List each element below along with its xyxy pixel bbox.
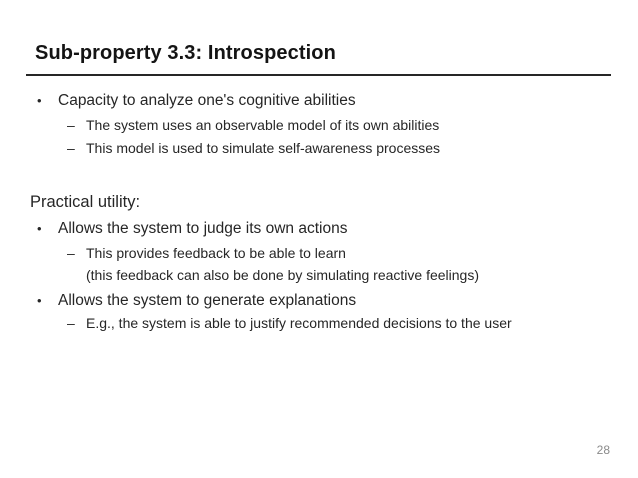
dash-marker-icon: – xyxy=(67,117,75,133)
slide-title: Sub-property 3.3: Introspection xyxy=(35,42,336,64)
sub-bullet-text: This model is used to simulate self-awar… xyxy=(86,140,441,156)
continuation-text: (this feedback can also be done by simul… xyxy=(86,267,479,283)
dash-marker-icon: – xyxy=(67,140,75,156)
sub-bullet-item: –The system uses an observable model of … xyxy=(67,115,439,135)
bullet-text: Capacity to analyze one's cognitive abil… xyxy=(58,92,356,109)
section-heading: Practical utility: xyxy=(30,193,141,211)
sub-bullet-text: E.g., the system is able to justify reco… xyxy=(86,315,512,331)
page-number: 28 xyxy=(596,443,610,457)
bullet-text: Allows the system to generate explanatio… xyxy=(58,292,357,309)
dash-marker-icon: – xyxy=(67,245,75,261)
bullet-item: • Allows the system to generate explanati… xyxy=(37,290,356,311)
bullet-text: Allows the system to judge its own actio… xyxy=(58,220,348,237)
title-underline xyxy=(26,74,611,76)
bullet-marker-icon: • xyxy=(37,93,42,108)
sub-bullet-item: –This provides feedback to be able to le… xyxy=(67,243,346,263)
dash-marker-icon: – xyxy=(67,315,75,331)
bullet-marker-icon: • xyxy=(37,293,42,308)
bullet-marker-icon: • xyxy=(37,221,42,236)
sub-bullet-text: The system uses an observable model of i… xyxy=(86,117,440,133)
bullet-item: • Capacity to analyze one's cognitive abi… xyxy=(37,90,356,111)
sub-bullet-text: This provides feedback to be able to lea… xyxy=(86,245,346,261)
sub-bullet-item: –This model is used to simulate self-awa… xyxy=(67,138,440,158)
bullet-item: • Allows the system to judge its own acti… xyxy=(37,218,347,239)
sub-bullet-item: –E.g., the system is able to justify rec… xyxy=(67,313,512,333)
